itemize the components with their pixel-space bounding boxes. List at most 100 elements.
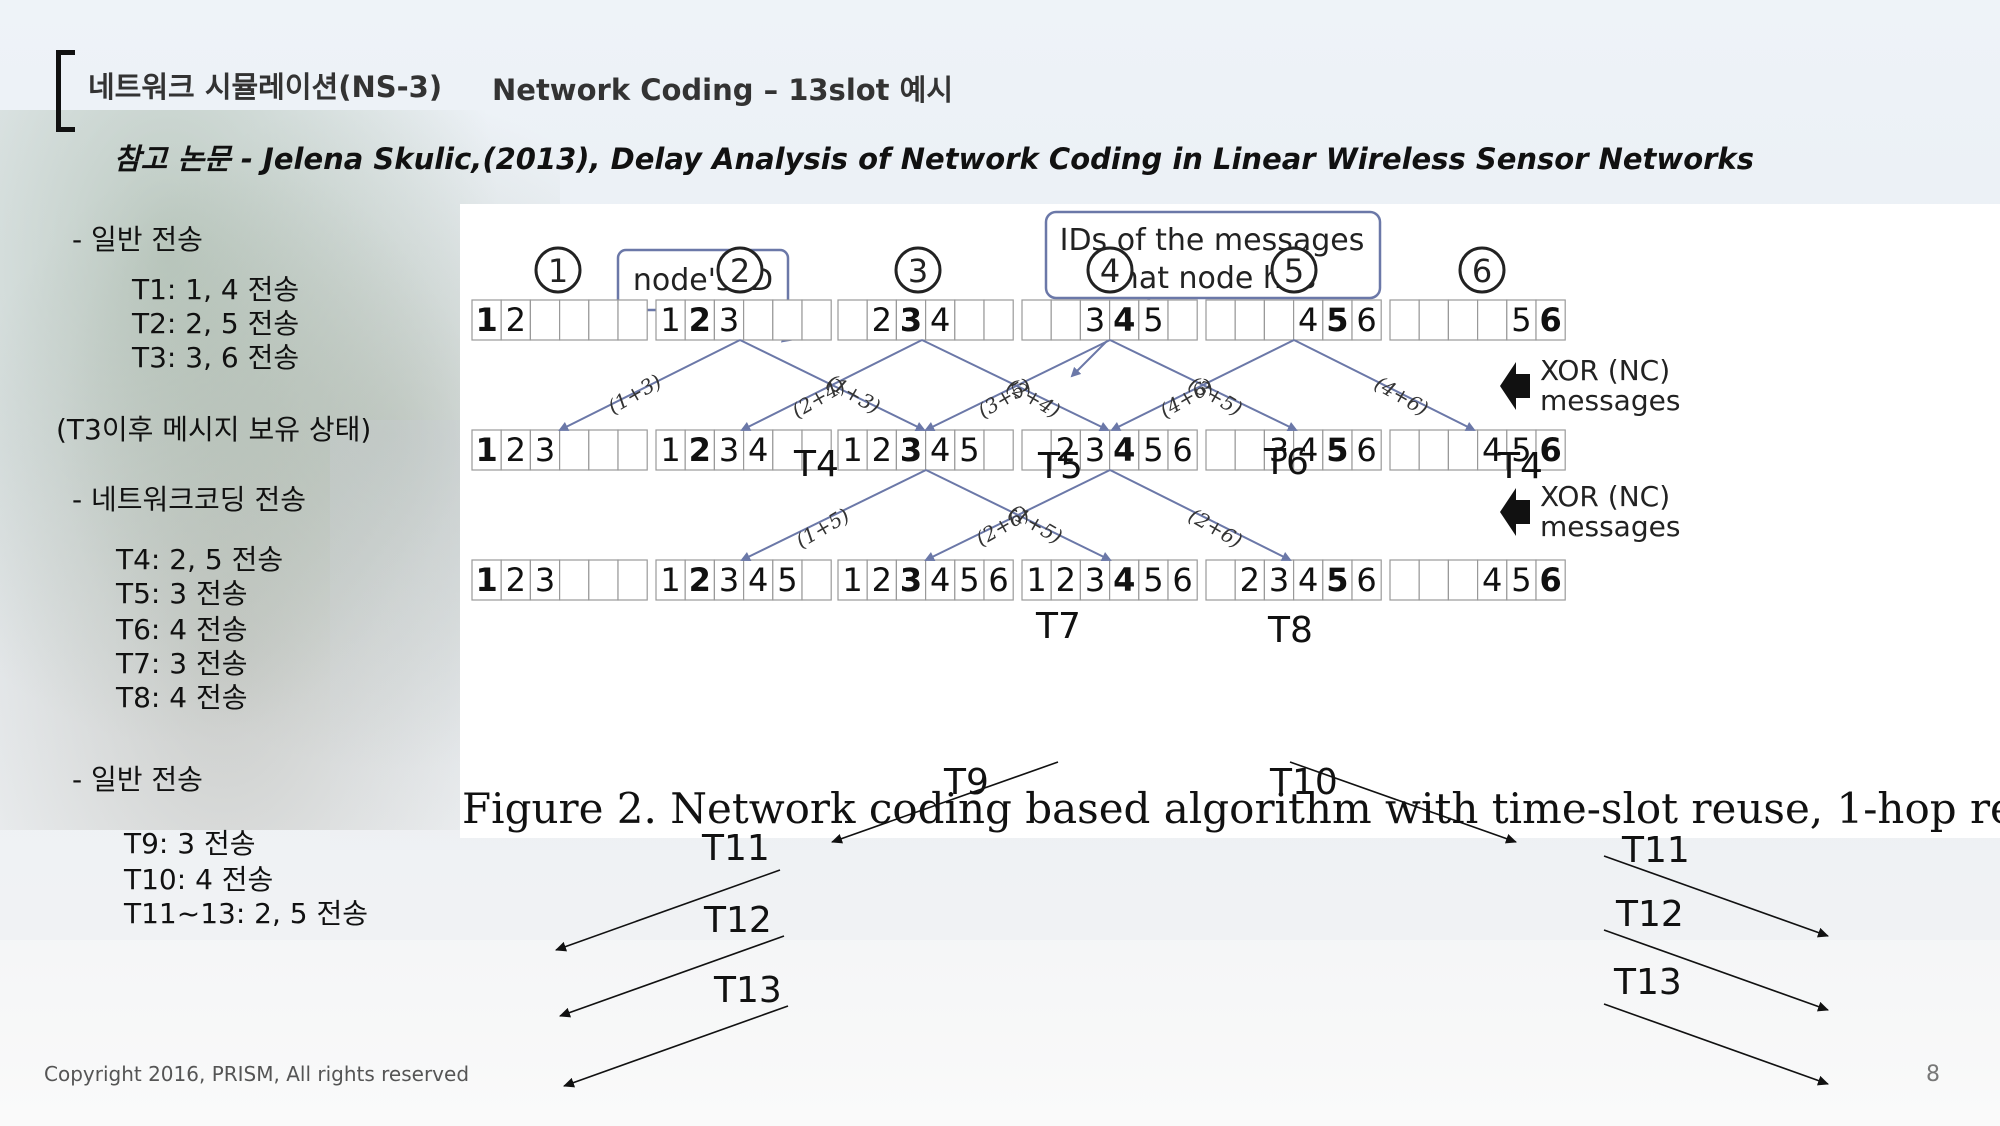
message-id: 6 bbox=[1356, 301, 1376, 339]
message-id: 6 bbox=[1356, 431, 1376, 469]
message-id: 5 bbox=[959, 431, 979, 469]
message-id: 6 bbox=[1356, 561, 1376, 599]
slot-label-t11-right: T11 bbox=[1622, 830, 1690, 871]
message-cell bbox=[772, 299, 803, 341]
message-cell bbox=[1021, 559, 1052, 601]
message-id: 6 bbox=[988, 561, 1008, 599]
message-id: 2 bbox=[1240, 561, 1260, 599]
slot-label-t4-right: T4 bbox=[1498, 446, 1543, 487]
message-cell bbox=[1205, 559, 1236, 601]
message-cell bbox=[925, 559, 956, 601]
xor-arrow-icon bbox=[1500, 488, 1530, 536]
message-id: 3 bbox=[1085, 301, 1105, 339]
page-subtitle: Network Coding – 13slot 예시 bbox=[492, 73, 954, 107]
section1-title: - 일반 전송 bbox=[72, 223, 203, 256]
message-id: 4 bbox=[1482, 561, 1502, 599]
message-id: 2 bbox=[506, 301, 526, 339]
message-id: 3 bbox=[1269, 561, 1289, 599]
message-cell bbox=[1535, 429, 1566, 471]
reference-paper: 참고 논문 - Jelena Skulic,(2013), Delay Anal… bbox=[114, 142, 1754, 176]
figure-diagram: node's ID IDs of the messages that node … bbox=[471, 210, 1680, 601]
section1-item: T2: 2, 5 전송 bbox=[132, 307, 300, 340]
message-cell bbox=[588, 299, 619, 341]
node-circle bbox=[716, 246, 764, 294]
nc-arrow bbox=[924, 339, 1111, 431]
xor-label: messages bbox=[1540, 510, 1680, 543]
message-id: 1 bbox=[660, 561, 680, 599]
message-id: 3 bbox=[900, 431, 922, 469]
message-id: 1 bbox=[660, 301, 680, 339]
nc-arrow bbox=[558, 339, 741, 431]
xor-arrow-icon bbox=[1500, 362, 1530, 410]
message-cell bbox=[954, 299, 985, 341]
message-cell bbox=[1292, 559, 1324, 601]
message-cell bbox=[895, 559, 927, 601]
section3-title: - 일반 전송 bbox=[72, 763, 203, 796]
section2-item: T4: 2, 5 전송 bbox=[116, 543, 284, 576]
t11-right-arrow bbox=[1603, 855, 1829, 938]
message-id: 4 bbox=[1113, 561, 1135, 599]
nc-arrow bbox=[924, 469, 1111, 561]
message-id: 2 bbox=[1056, 431, 1076, 469]
message-cell bbox=[1108, 429, 1140, 471]
figure-caption: Figure 2. Network coding based algorithm… bbox=[462, 784, 2000, 833]
message-cell bbox=[1322, 429, 1353, 471]
message-cell bbox=[801, 299, 832, 341]
message-cell bbox=[1389, 429, 1420, 471]
message-id: 1 bbox=[475, 431, 497, 469]
message-cell bbox=[1389, 559, 1420, 601]
message-cell bbox=[1021, 299, 1052, 341]
nc-arrow bbox=[921, 339, 1110, 432]
message-cell bbox=[954, 429, 985, 471]
t13-right-arrow bbox=[1603, 1003, 1829, 1086]
slot-label-t13-left: T13 bbox=[714, 970, 782, 1011]
message-cell bbox=[1205, 299, 1236, 341]
message-cell bbox=[684, 299, 715, 341]
section2-item: T8: 4 전송 bbox=[116, 681, 248, 714]
message-id: 5 bbox=[777, 561, 797, 599]
message-cell bbox=[1351, 559, 1382, 601]
message-cell bbox=[837, 299, 868, 341]
message-id: 3 bbox=[1269, 431, 1289, 469]
message-id: 1 bbox=[842, 431, 862, 469]
footer-copyright: Copyright 2016, PRISM, All rights reserv… bbox=[44, 1062, 470, 1086]
message-id: 5 bbox=[1143, 561, 1163, 599]
xor-label: XOR (NC) bbox=[1540, 354, 1670, 387]
message-id: 1 bbox=[660, 431, 680, 469]
slot-label-t5: T5 bbox=[1038, 446, 1083, 487]
message-cell bbox=[1138, 559, 1169, 601]
slot-label-t12-right: T12 bbox=[1616, 894, 1684, 935]
message-cell bbox=[983, 299, 1014, 341]
nc-arrow bbox=[740, 469, 927, 561]
xor-label: XOR (NC) bbox=[1540, 480, 1670, 513]
node-label: 2 bbox=[730, 252, 750, 290]
message-id: 2 bbox=[689, 561, 711, 599]
network-coding-figure: node's ID IDs of the messages that node … bbox=[460, 204, 2000, 838]
message-cell bbox=[1418, 429, 1450, 471]
message-cell bbox=[1351, 429, 1382, 471]
message-id: 5 bbox=[1143, 301, 1163, 339]
slot-label-t8: T8 bbox=[1268, 610, 1313, 651]
node-circle bbox=[534, 246, 582, 294]
message-cell bbox=[983, 429, 1014, 471]
message-id: 3 bbox=[900, 301, 922, 339]
message-cell bbox=[1167, 559, 1198, 601]
message-id: 5 bbox=[1511, 561, 1531, 599]
slot-label-t7: T7 bbox=[1036, 606, 1081, 647]
message-cell bbox=[1322, 299, 1353, 341]
section2-title: - 네트워크코딩 전송 bbox=[72, 483, 306, 516]
section1-item: T1: 1, 4 전송 bbox=[132, 273, 300, 306]
slot-label-t10: T10 bbox=[1270, 762, 1338, 803]
nc-arrow bbox=[1109, 469, 1292, 561]
message-cell bbox=[1506, 429, 1537, 471]
message-cell bbox=[471, 559, 502, 601]
message-cell bbox=[588, 559, 619, 601]
section3-item: T10: 4 전송 bbox=[124, 863, 274, 896]
message-id: 4 bbox=[1298, 301, 1318, 339]
node-circle bbox=[1086, 246, 1134, 294]
message-cell bbox=[801, 429, 832, 471]
message-id: 4 bbox=[748, 431, 768, 469]
message-id: 3 bbox=[719, 301, 739, 339]
